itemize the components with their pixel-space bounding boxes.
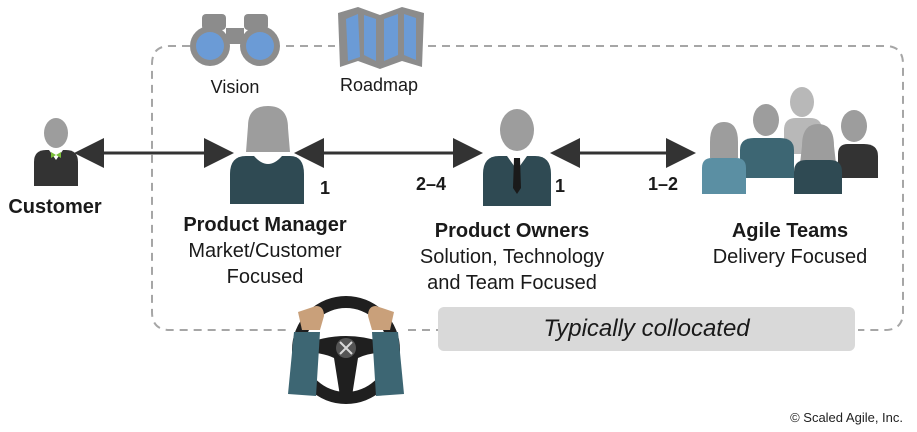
pm-count: 1	[320, 178, 331, 198]
po-line1: Solution, Technology	[419, 246, 605, 268]
pm-line1: Market/Customer	[188, 240, 342, 262]
customer-label: Customer	[8, 196, 102, 218]
customer-person-icon	[34, 118, 78, 186]
po-ratio: 2–4	[416, 174, 447, 194]
po-count: 1	[555, 176, 566, 196]
agile-teams-group-icon	[702, 87, 878, 194]
collocated-label: Typically collocated	[543, 315, 750, 342]
teams-title: Agile Teams	[731, 220, 849, 242]
product-owner-person-icon	[483, 109, 551, 206]
po-title: Product Owners	[434, 220, 590, 242]
map-icon	[338, 7, 424, 69]
copyright-text: © Scaled Agile, Inc.	[790, 410, 903, 425]
roadmap-label: Roadmap	[339, 75, 419, 95]
binoculars-icon	[190, 14, 280, 66]
teams-ratio: 1–2	[648, 174, 679, 194]
vision-label: Vision	[210, 77, 260, 97]
typically-collocated-banner: Typically collocated	[438, 307, 855, 351]
teams-line1: Delivery Focused	[712, 246, 868, 268]
po-line2: and Team Focused	[427, 272, 597, 294]
pm-line2: Focused	[226, 266, 304, 288]
product-manager-person-icon	[230, 106, 304, 204]
steering-wheel-icon	[288, 296, 404, 404]
pm-title: Product Manager	[183, 214, 347, 236]
